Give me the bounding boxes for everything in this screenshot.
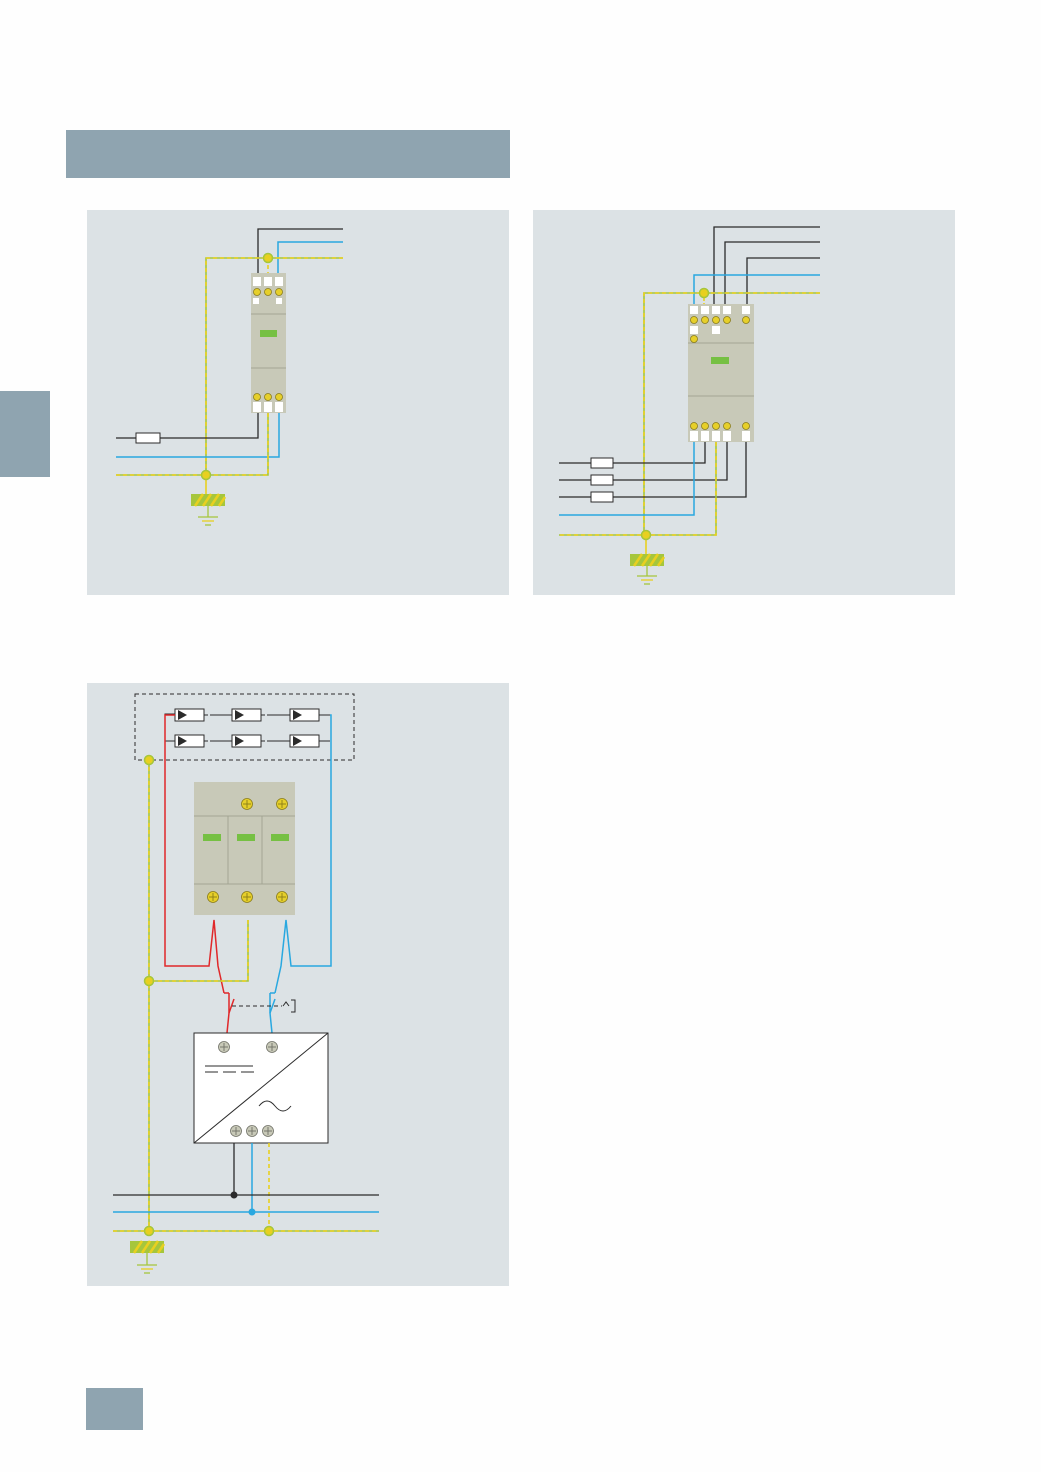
dc-positive-to-switch — [226, 993, 230, 1034]
status-indicator-3 — [271, 834, 289, 841]
neutral-out — [559, 442, 695, 516]
dc-positive-line — [164, 714, 225, 994]
earth-busbar — [130, 1240, 166, 1254]
pe-line-out-dash — [116, 413, 269, 476]
neutral-line-in — [277, 241, 343, 275]
phase-l1-out — [559, 442, 706, 464]
pe-line-out — [116, 413, 269, 476]
pe-junction-earth — [143, 1225, 155, 1237]
status-indicator-1 — [203, 834, 221, 841]
phase-line-out — [116, 413, 259, 439]
pe-line-in-dash — [205, 257, 343, 475]
earth-busbar — [630, 553, 666, 567]
neutral-line-out — [116, 413, 280, 458]
fuse — [135, 432, 161, 444]
single-phase-wiring-diagram — [116, 228, 343, 526]
ac-symbol — [258, 1100, 292, 1112]
pe-arrester-line-dash — [149, 920, 249, 982]
pe-junction-array — [143, 754, 155, 766]
fuse-l1 — [590, 457, 614, 469]
dc-symbol — [205, 1065, 254, 1073]
ground-symbol — [198, 506, 218, 526]
pv-system-diagram-panel — [87, 683, 509, 1286]
single-phase-diagram-panel — [87, 210, 509, 595]
phase-node — [230, 1191, 238, 1199]
earth-busbar — [191, 493, 227, 507]
dc-negative-line — [274, 714, 332, 994]
ground-symbol — [637, 566, 657, 585]
three-phase-diagram-panel — [533, 210, 955, 595]
dc-switch — [224, 992, 296, 1014]
pe-junction-bottom — [640, 529, 652, 541]
pe-arrester-line — [149, 920, 249, 982]
section-header-bar — [66, 130, 510, 178]
arrester-module — [251, 273, 286, 413]
status-indicator-2 — [237, 834, 255, 841]
phase-l3-out — [559, 442, 747, 498]
phase-l1-in — [713, 226, 820, 306]
status-indicator — [711, 357, 729, 364]
pe-junction-inverter — [263, 1225, 275, 1237]
pe-junction-mid — [143, 975, 155, 987]
pe-out-dash — [559, 442, 717, 536]
neutral-in — [693, 274, 820, 306]
pe-junction-top — [698, 287, 710, 299]
pv-array-boundary — [134, 693, 355, 761]
pv-string-positive — [164, 708, 330, 722]
status-indicator — [260, 330, 277, 337]
pe-in-dash — [643, 292, 820, 535]
arrester-module — [194, 782, 295, 915]
page-number-tab — [86, 1388, 143, 1430]
pe-junction-top — [262, 252, 274, 264]
chapter-side-tab — [0, 391, 50, 477]
three-phase-wiring-diagram — [559, 226, 820, 585]
pv-string-negative — [165, 734, 330, 748]
pe-out — [559, 442, 717, 536]
inverter — [193, 1032, 329, 1144]
phase-line-in — [257, 228, 343, 275]
ground-symbol — [137, 1253, 157, 1274]
phase-l3-in — [746, 257, 820, 306]
neutral-node — [248, 1208, 256, 1216]
pv-wiring-diagram — [113, 693, 379, 1274]
pe-junction-bottom — [200, 469, 212, 481]
phase-l2-in — [724, 241, 820, 306]
fuse-l3 — [590, 491, 614, 503]
arrester-module — [688, 304, 754, 442]
phase-l2-out — [559, 442, 728, 481]
fuse-l2 — [590, 474, 614, 486]
